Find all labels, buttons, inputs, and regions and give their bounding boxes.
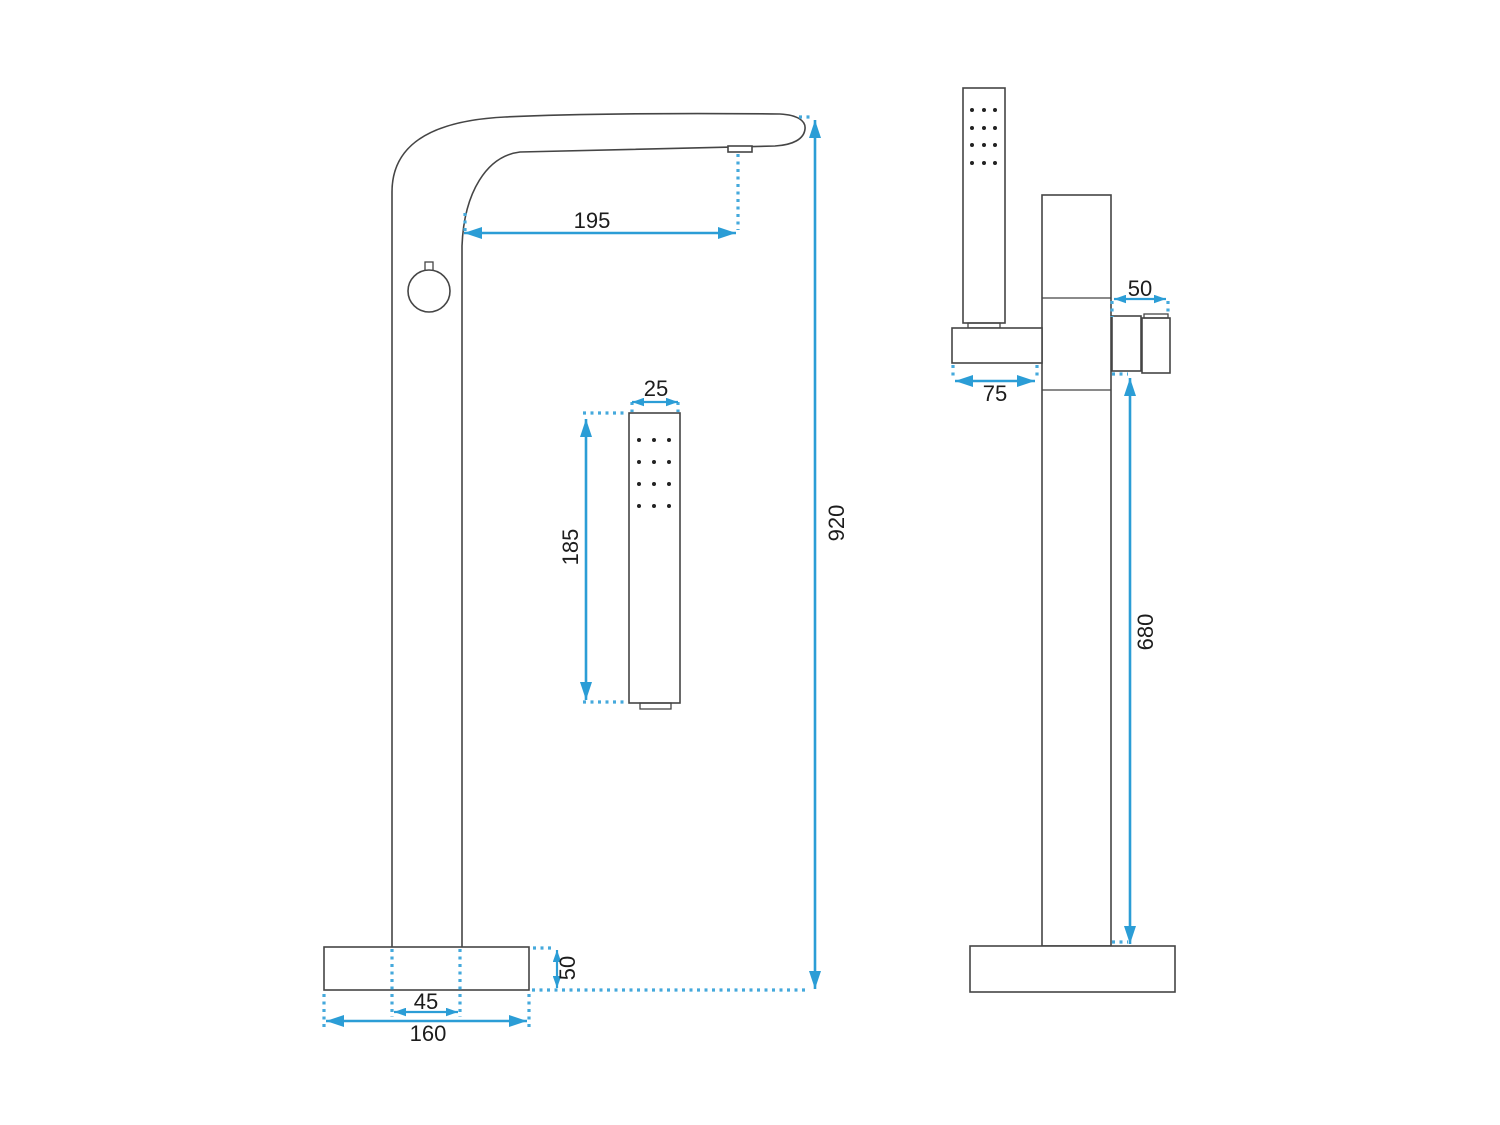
dimension-label-spout-height: 680 [1133, 614, 1158, 651]
dimension-label-base-width: 160 [410, 1021, 447, 1046]
dimension-label-column-width: 45 [414, 989, 438, 1014]
side-spout-outer [1141, 317, 1171, 374]
front-faucet-body-outline [391, 112, 806, 947]
dimension-label-holder-depth: 75 [983, 381, 1007, 406]
dim-holder-depth: 75 [955, 375, 1035, 406]
dim-spout-reach: 195 [464, 208, 736, 239]
side-base-plate [969, 945, 1176, 993]
front-handle-knob [407, 269, 451, 313]
dim-base-width: 160 [326, 1015, 527, 1046]
front-aerator-outlet [727, 145, 753, 153]
side-spout-inner [1111, 315, 1142, 372]
side-hand-shower [962, 87, 1006, 329]
dimension-label-hand-shower-length: 185 [558, 529, 583, 566]
front-spray-nozzle-dots [637, 438, 671, 508]
dim-spout-projection: 50 [1114, 276, 1166, 304]
dim-hand-shower-length: 185 [558, 419, 592, 700]
dimension-label-hand-shower-width: 25 [644, 376, 668, 401]
dim-column-width: 45 [394, 989, 458, 1017]
side-spout-lip [1143, 313, 1169, 319]
dimension-label-base-thickness: 50 [555, 956, 580, 980]
dim-spout-height: 680 [1124, 378, 1158, 944]
dim-overall-height: 920 [809, 120, 849, 989]
side-spout [1111, 313, 1171, 374]
dim-base-thickness: 50 [552, 950, 580, 988]
front-hand-shower-body [628, 412, 681, 704]
dim-hand-shower-width: 25 [632, 376, 678, 407]
dimension-label-overall-height: 920 [824, 505, 849, 542]
front-base-plate [323, 946, 530, 991]
side-view: 50 75 680 [951, 87, 1176, 993]
side-shower-holder [951, 327, 1043, 364]
front-hand-shower-inlet [639, 702, 672, 710]
front-view: 195 25 185 920 50 45 160 [322, 112, 849, 1046]
side-hand-shower-body [962, 87, 1006, 324]
front-hand-shower [628, 412, 681, 710]
side-column [1041, 194, 1112, 947]
dimension-label-spout-reach: 195 [574, 208, 611, 233]
side-spray-nozzle-dots [970, 108, 997, 165]
dimension-label-spout-projection: 50 [1128, 276, 1152, 301]
